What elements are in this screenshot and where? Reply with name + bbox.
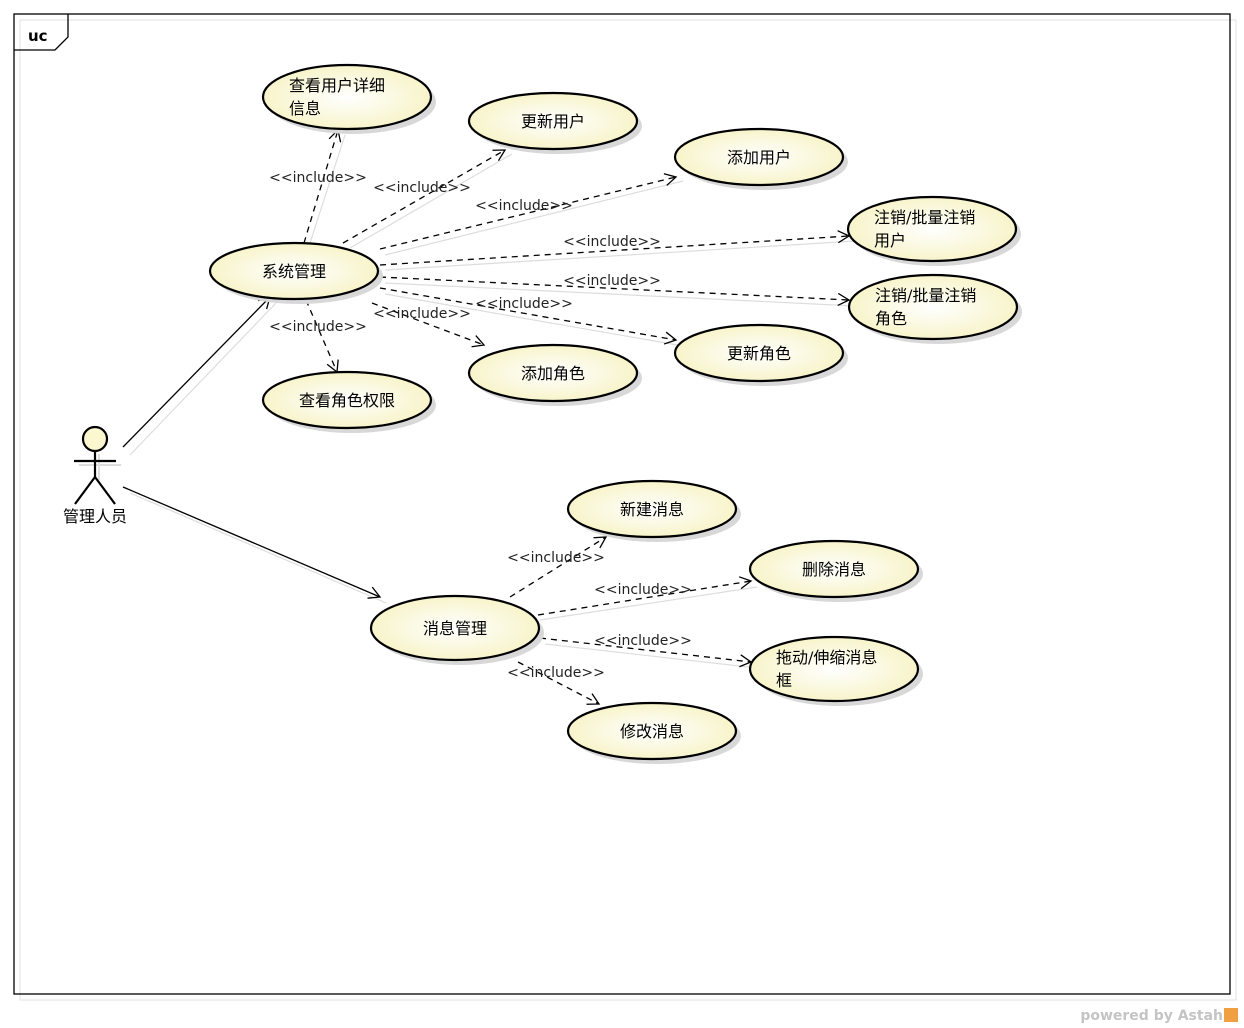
use-case-add-role[interactable]: 添加角色 [467,343,642,406]
use-case-label: 用户 [874,231,906,250]
use-case-label: 删除消息 [802,560,866,579]
include-label: <<include>> [373,180,471,196]
include-label: <<include>> [507,550,605,566]
use-case-update-user[interactable]: 更新用户 [467,91,642,154]
include-label: <<include>> [373,306,471,322]
actor-admin[interactable]: 管理人员 [63,425,127,526]
use-case-label: 注销/批量注销 [874,208,975,227]
use-case-label: 拖动/伸缩消息 [776,648,877,667]
powered-by-text: powered by Astah [1080,1008,1223,1024]
association-admin-message-mgmt[interactable] [122,486,382,599]
include-edge[interactable] [303,128,342,244]
use-case-new-message[interactable]: 新建消息 [566,479,741,542]
actor-head-icon [81,425,109,453]
include-edge[interactable] [517,661,601,705]
use-case-label: 更新角色 [727,344,791,363]
actor-label: 管理人员 [63,507,127,526]
include-edge[interactable] [537,576,753,616]
actor-shadow [79,454,121,480]
use-case-label: 信息 [289,99,321,118]
use-case-label: 查看用户详细 [289,76,385,95]
include-label: <<include>> [563,273,661,289]
use-case-label: 添加用户 [727,148,791,167]
include-label: <<include>> [563,234,661,250]
frame-label: uc [28,27,48,45]
use-case-edit-message[interactable]: 修改消息 [566,701,741,764]
use-case-label: 框 [776,671,792,690]
use-case-view-user-detail[interactable]: 查看用户详细 信息 [261,63,436,134]
include-label: <<include>> [269,319,367,335]
include-edge[interactable] [539,637,753,668]
use-case-label: 系统管理 [262,262,326,281]
include-edge[interactable] [379,230,851,266]
use-case-label: 注销/批量注销 [875,286,976,305]
include-label: <<include>> [594,633,692,649]
include-labels: <<include>> <<include>> <<include>> <<in… [269,170,692,681]
edge-shadows [129,134,856,669]
include-edge[interactable] [509,536,608,598]
include-edge[interactable] [342,149,507,244]
use-case-label: 角色 [875,309,907,328]
use-case-view-role-permission[interactable]: 查看角色权限 [261,370,436,433]
use-case-drag-resize-message-box[interactable]: 拖动/伸缩消息 框 [748,635,923,706]
use-case-cancel-user[interactable]: 注销/批量注销 用户 [846,195,1021,266]
include-label: <<include>> [475,296,573,312]
include-edge[interactable] [371,302,486,348]
use-case-label: 更新用户 [521,112,585,131]
use-case-update-role[interactable]: 更新角色 [673,323,848,386]
include-label: <<include>> [475,198,573,214]
include-label: <<include>> [269,170,367,186]
use-case-system-mgmt[interactable]: 系统管理 [208,241,383,304]
frame-shadow [19,19,1237,1001]
include-edge[interactable] [305,299,339,374]
use-case-message-mgmt[interactable]: 消息管理 [369,594,544,665]
use-case-label: 添加角色 [521,364,585,383]
include-label: <<include>> [507,665,605,681]
association-admin-system-mgmt[interactable] [122,296,271,448]
astah-logo-icon [1224,1008,1238,1022]
include-edge[interactable] [379,173,678,250]
include-label: <<include>> [594,582,692,598]
include-edges [303,128,851,705]
use-case-add-user[interactable]: 添加用户 [673,127,848,190]
use-case-label: 消息管理 [423,619,487,638]
actor-body-icon [74,451,116,505]
use-case-label: 新建消息 [620,500,684,519]
powered-by-astah: powered by Astah [1080,1008,1238,1024]
use-case-delete-message[interactable]: 删除消息 [748,539,923,602]
use-case-cancel-role[interactable]: 注销/批量注销 角色 [847,273,1022,344]
include-edge[interactable] [379,276,851,307]
use-case-label: 修改消息 [620,722,684,741]
diagram-frame [13,13,1231,995]
frame-tab [14,14,69,51]
use-case-label: 查看角色权限 [299,391,395,410]
